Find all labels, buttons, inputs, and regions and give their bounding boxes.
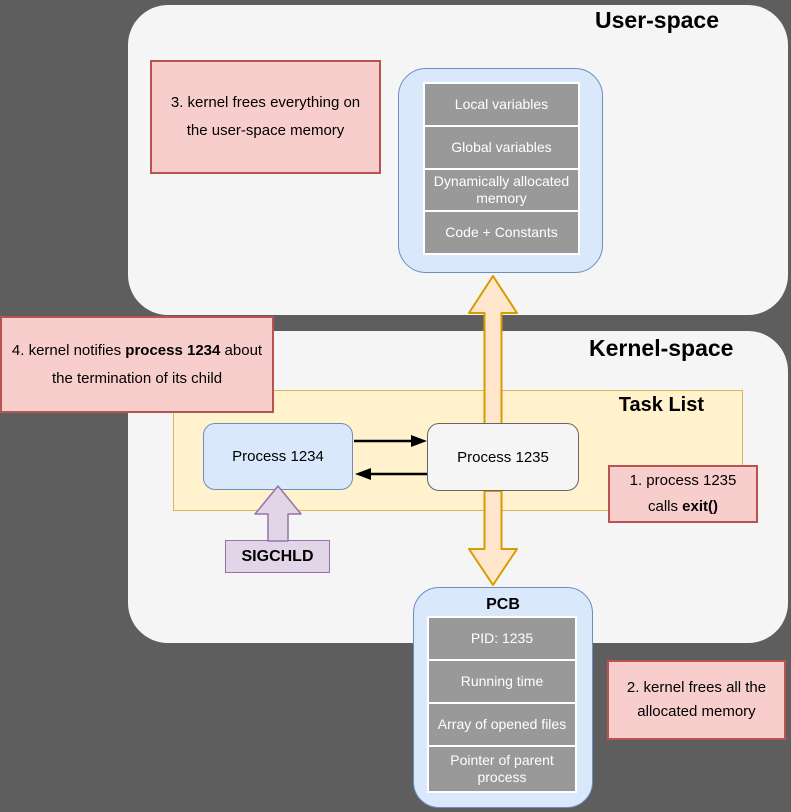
process-1234-label: Process 1234 [232,448,324,465]
sigchld-label: SIGCHLD [241,547,314,565]
note-1-line-2: calls exit() [647,498,719,515]
pcb-box: PCB PID: 1235 Running time Array of open… [413,587,593,808]
process-memory-rows: Local variables Global variables Dynamic… [423,82,580,255]
arrow-up-free-user-memory-icon [468,275,518,425]
process-memory-box: Local variables Global variables Dynamic… [398,68,603,273]
note-2-kernel-frees-memory: 2. kernel frees all the allocated memory [607,660,786,740]
note-4-line-2: the termination of its child [51,369,223,387]
pcb-row-opened-files: Array of opened files [429,704,575,745]
note-1-process-calls-exit: 1. process 1235 calls exit() [608,465,758,523]
note-3-line-1: 3. kernel frees everything on [170,94,361,111]
pcb-title: PCB [486,596,520,613]
sigchld-box: SIGCHLD [225,540,330,573]
process-1234-box: Process 1234 [203,423,353,490]
process-1235-label: Process 1235 [457,448,549,466]
note-4-kernel-notifies-parent: 4. kernel notifies process 1234 about th… [0,316,274,413]
note-4-line-1: 4. kernel notifies process 1234 about [11,341,263,359]
pcb-row-running-time: Running time [429,661,575,702]
note-1-line-1: 1. process 1235 [629,472,737,489]
kernel-space-title: Kernel-space [589,335,734,361]
arrow-down-free-pcb-icon [468,490,518,586]
note-3-line-2: the user-space memory [186,122,345,139]
note-2-line-1: 2. kernel frees all the [626,679,767,696]
user-space-title: User-space [595,7,720,33]
arrow-parent-to-child-icon [354,435,427,447]
task-list-title: Task List [618,394,704,416]
note-3-kernel-frees-user-space: 3. kernel frees everything on the user-s… [150,60,381,174]
process-1235-box: Process 1235 [427,423,579,491]
pcb-row-pid: PID: 1235 [429,618,575,659]
memory-row-dynamic-memory: Dynamically allocated memory [425,170,578,210]
memory-row-local-variables: Local variables [425,84,578,125]
memory-row-global-variables: Global variables [425,127,578,168]
note-2-line-2: allocated memory [637,703,756,720]
pcb-rows: PID: 1235 Running time Array of opened f… [427,616,577,793]
arrow-child-to-parent-icon [355,468,428,480]
memory-row-code-constants: Code + Constants [425,212,578,253]
arrow-sigchld-to-parent-icon [254,485,302,542]
pcb-row-parent-pointer: Pointer of parent process [429,747,575,791]
